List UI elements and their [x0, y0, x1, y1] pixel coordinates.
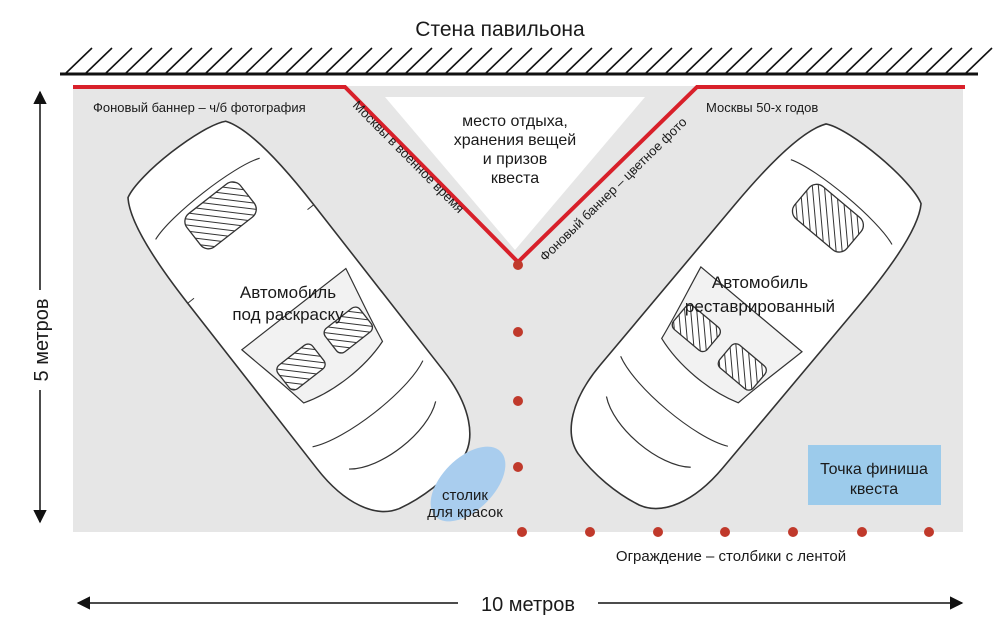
height-dimension: 5 метров — [31, 90, 53, 524]
paint-table-label: столик для красок — [427, 487, 503, 521]
height-label: 5 метров — [31, 299, 53, 382]
fence-post — [788, 527, 798, 537]
width-label: 10 метров — [481, 594, 575, 616]
fence-post — [513, 327, 523, 337]
car-left — [127, 120, 471, 513]
svg-text:Автомобиль: Автомобиль — [712, 273, 808, 292]
svg-text:квеста: квеста — [491, 170, 539, 187]
car-right — [570, 123, 922, 510]
fence-post — [857, 527, 867, 537]
fence-post — [513, 396, 523, 406]
paint-table — [430, 446, 506, 522]
svg-text:и призов: и призов — [483, 151, 547, 168]
svg-text:столик: столик — [442, 487, 488, 504]
rest-area-label: место отдыха, хранения вещей и призов кв… — [454, 113, 576, 187]
svg-text:место отдыха,: место отдыха, — [462, 113, 568, 130]
car-right-label: Автомобиль реставрированный — [685, 273, 835, 316]
banner-50s-label: Москвы 50-х годов — [706, 100, 818, 115]
wall-title: Стена павильона — [415, 18, 585, 41]
rest-area — [385, 97, 645, 250]
width-dimension: 10 метров — [76, 594, 964, 616]
fence-post — [513, 260, 523, 270]
fence-post — [585, 527, 595, 537]
finish-point — [808, 445, 941, 505]
svg-text:под раскраску: под раскраску — [232, 305, 344, 324]
svg-text:реставрированный: реставрированный — [685, 297, 835, 316]
svg-text:для красок: для красок — [427, 504, 503, 521]
car-left-label: Автомобиль под раскраску — [232, 283, 344, 324]
svg-text:Автомобиль: Автомобиль — [240, 283, 336, 302]
svg-text:квеста: квеста — [850, 481, 898, 498]
fence-post — [513, 462, 523, 472]
svg-text:хранения вещей: хранения вещей — [454, 132, 576, 149]
banner-bw-label: Фоновый баннер – ч/б фотография — [93, 100, 306, 115]
svg-text:Точка финиша: Точка финиша — [820, 461, 928, 478]
fence-post — [924, 527, 934, 537]
wall-hatching — [60, 47, 993, 76]
fence-post — [720, 527, 730, 537]
fence-post — [653, 527, 663, 537]
fence-label: Ограждение – столбики с лентой — [616, 548, 846, 565]
finish-label: Точка финиша квеста — [820, 461, 928, 498]
fence-post — [517, 527, 527, 537]
fence-posts — [513, 260, 934, 537]
